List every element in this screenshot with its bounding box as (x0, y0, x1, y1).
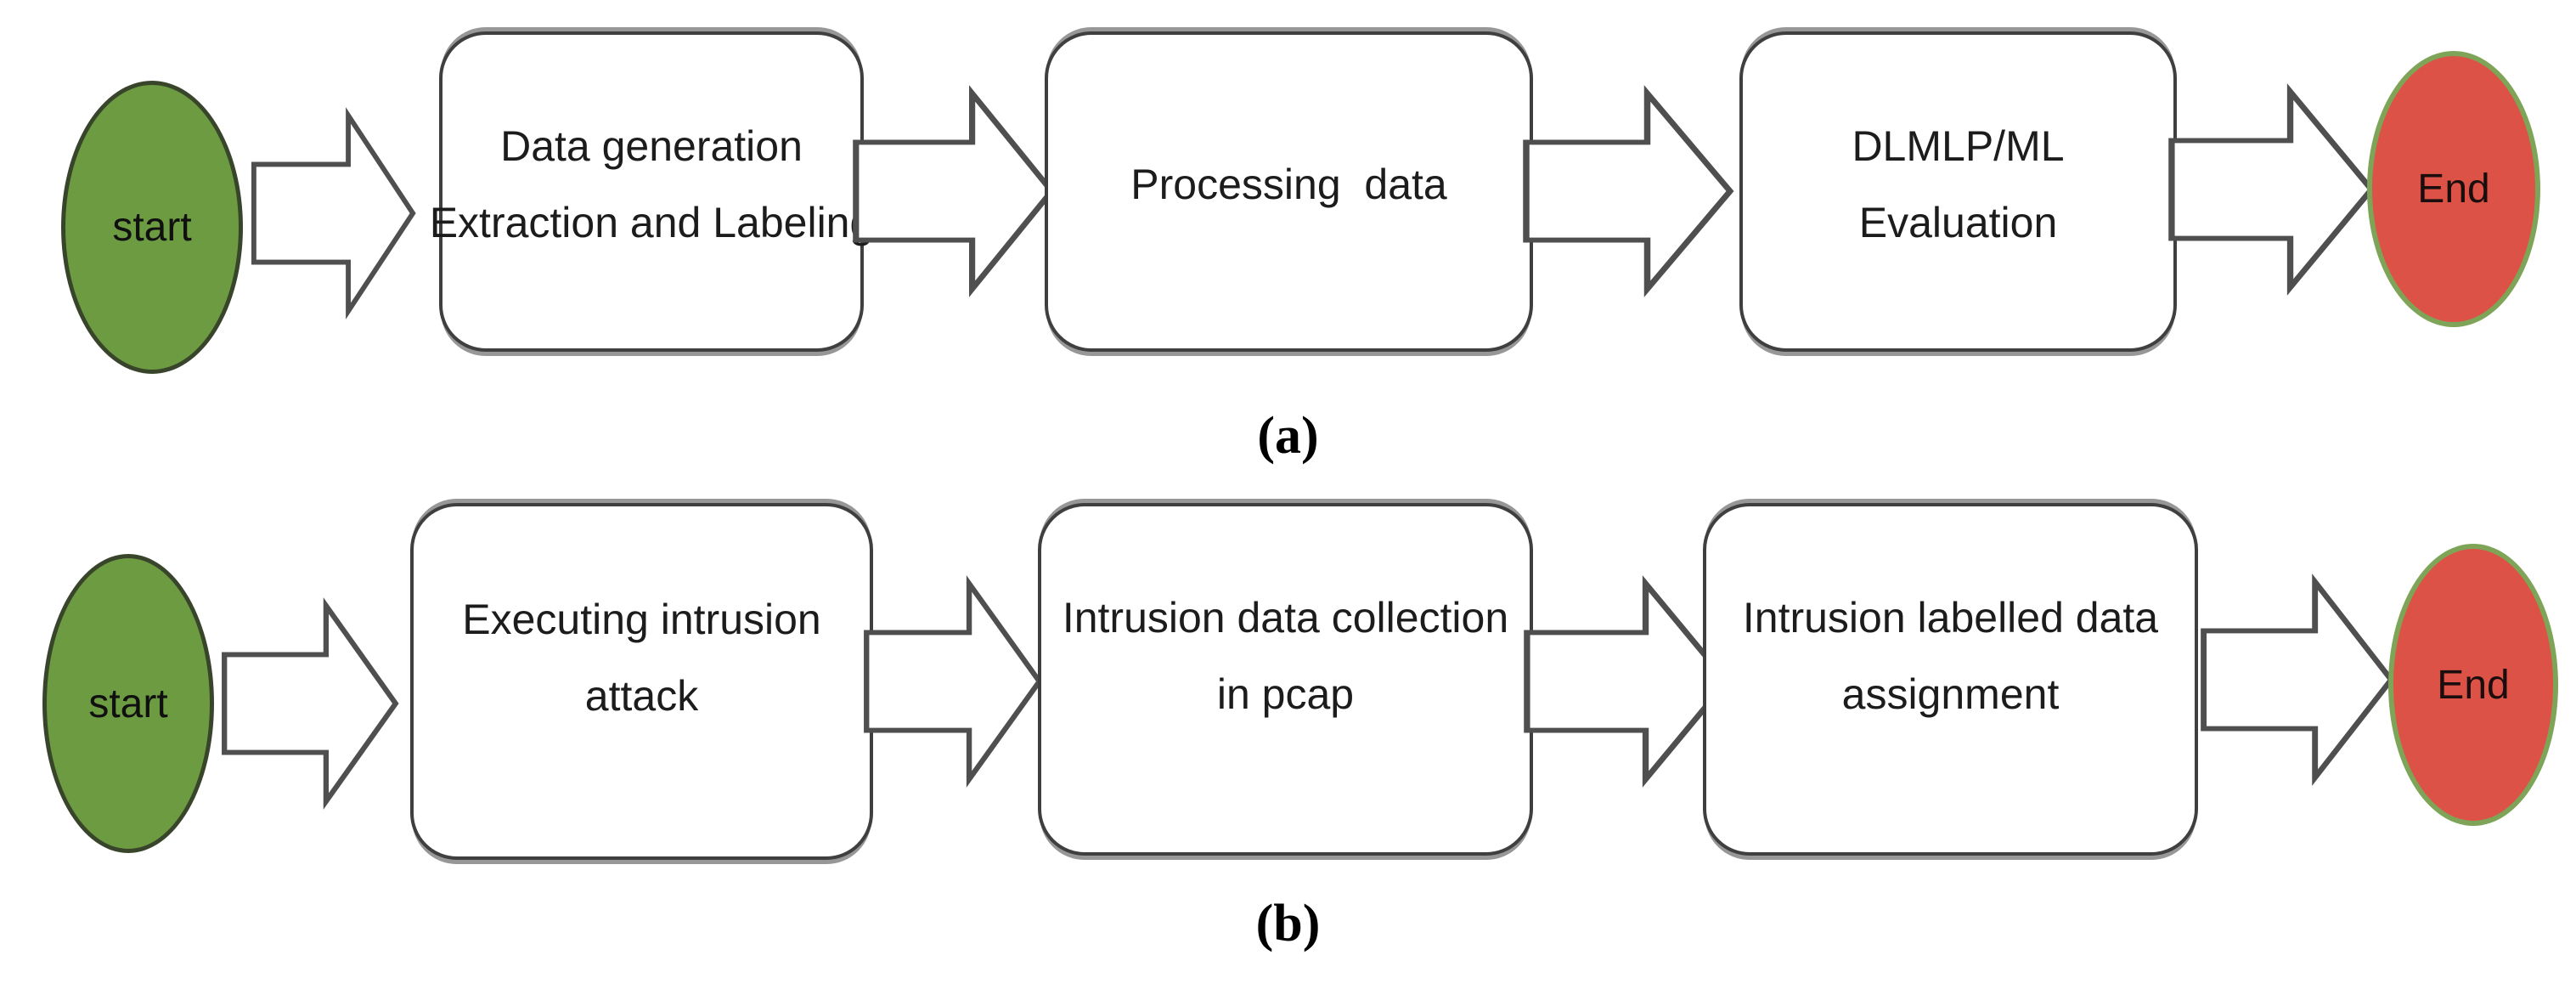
end-node: End (2388, 544, 2558, 826)
process-box-line: in pcap (1216, 670, 1355, 718)
flow-arrow-icon (1524, 575, 1731, 788)
process-box: DLMLP/ML Evaluation (1739, 31, 2177, 352)
row-caption: (b) (1255, 895, 1321, 952)
process-box-line: Processing data (1130, 160, 1447, 208)
process-box-line: Executing intrusion (462, 596, 821, 643)
process-box: Intrusion labelled data assignment (1703, 503, 2198, 856)
flow-arrow-icon (853, 85, 1056, 297)
flow-arrow-icon (1523, 85, 1734, 297)
start-node: start (61, 81, 243, 374)
process-box: Intrusion data collection in pcap (1038, 503, 1533, 856)
process-box-line: Data generation (500, 122, 803, 170)
process-box-line: Intrusion data collection (1062, 593, 1509, 641)
flow-arrow-icon (222, 597, 399, 810)
start-node-label: start (88, 681, 168, 726)
start-node-label: start (112, 205, 192, 250)
process-box: Processing data (1045, 31, 1533, 352)
process-box: Executing intrusion attack (410, 503, 873, 860)
start-node: start (42, 554, 214, 853)
process-box-line: assignment (1841, 670, 2060, 718)
process-box-line: attack (584, 672, 699, 720)
process-box: Data generation Extraction and Labeling (430, 31, 873, 352)
flow-arrow-icon (864, 575, 1043, 788)
end-node-label: End (2437, 662, 2510, 708)
end-node-label: End (2417, 167, 2490, 212)
process-box-line: DLMLP/ML (1852, 122, 2065, 170)
process-box-line: Extraction and Labeling (429, 198, 874, 246)
flow-arrow-icon (2168, 83, 2376, 296)
flow-arrow-icon (251, 107, 416, 319)
flow-arrow-icon (2201, 574, 2395, 786)
process-box-line: Intrusion labelled data (1742, 593, 2159, 641)
end-node: End (2367, 51, 2540, 327)
row-caption: (a) (1257, 407, 1319, 465)
process-box-line: Evaluation (1858, 198, 2058, 246)
